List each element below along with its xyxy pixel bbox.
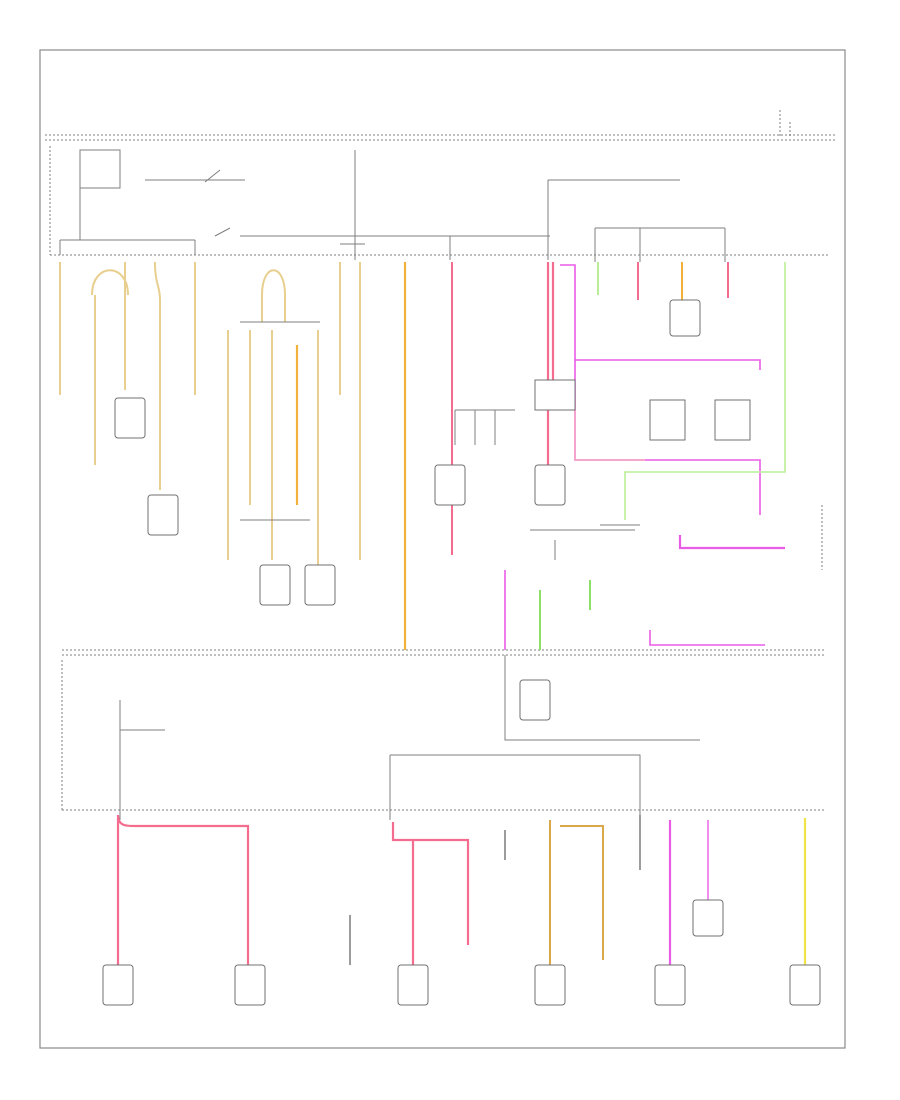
wire-magenta-1 bbox=[560, 264, 761, 515]
relay-box-1 bbox=[534, 379, 576, 411]
lower-components bbox=[102, 899, 821, 1006]
wire-yellow-7 bbox=[227, 330, 273, 560]
diagram-border bbox=[39, 49, 846, 1049]
lower-component-1 bbox=[102, 964, 134, 1006]
bottom-power-bus bbox=[61, 649, 825, 820]
wire-pink-3 bbox=[574, 400, 645, 461]
wire-pink-7 bbox=[391, 822, 470, 965]
lower-colored-wires bbox=[116, 814, 807, 965]
lower-component-3 bbox=[397, 964, 429, 1006]
relay-box-3 bbox=[714, 399, 751, 441]
component-box-5 bbox=[434, 464, 466, 506]
lower-component-6 bbox=[789, 964, 821, 1006]
wire-pink-2 bbox=[546, 262, 555, 470]
component-box-6 bbox=[534, 464, 566, 506]
wire-yellow-4 bbox=[154, 261, 161, 490]
component-box-4 bbox=[304, 564, 336, 606]
component-box-3 bbox=[259, 564, 291, 606]
wire-yellow-2 bbox=[91, 269, 129, 465]
wire-tan-1 bbox=[549, 820, 604, 965]
component-box-8 bbox=[519, 679, 551, 721]
lower-component-4 bbox=[534, 964, 566, 1006]
component-box-7 bbox=[669, 299, 701, 337]
upper-components bbox=[114, 299, 751, 721]
lower-component-7 bbox=[692, 899, 724, 937]
wire-yellow-9 bbox=[317, 262, 361, 565]
upper-colored-wires bbox=[59, 261, 823, 650]
wire-yellow-6 bbox=[261, 269, 286, 322]
wire-pink-6 bbox=[116, 814, 250, 965]
wire-green-3 bbox=[539, 580, 591, 650]
relay-box-2 bbox=[649, 399, 686, 441]
component-box-2 bbox=[147, 494, 179, 536]
wire-green-2 bbox=[624, 262, 786, 520]
wire-magenta-2 bbox=[678, 535, 785, 550]
component-box-1 bbox=[114, 397, 146, 439]
top-power-bus bbox=[45, 110, 835, 262]
wire-magenta-3 bbox=[504, 570, 765, 650]
lower-component-2 bbox=[234, 964, 266, 1006]
lower-component-5 bbox=[654, 964, 686, 1006]
